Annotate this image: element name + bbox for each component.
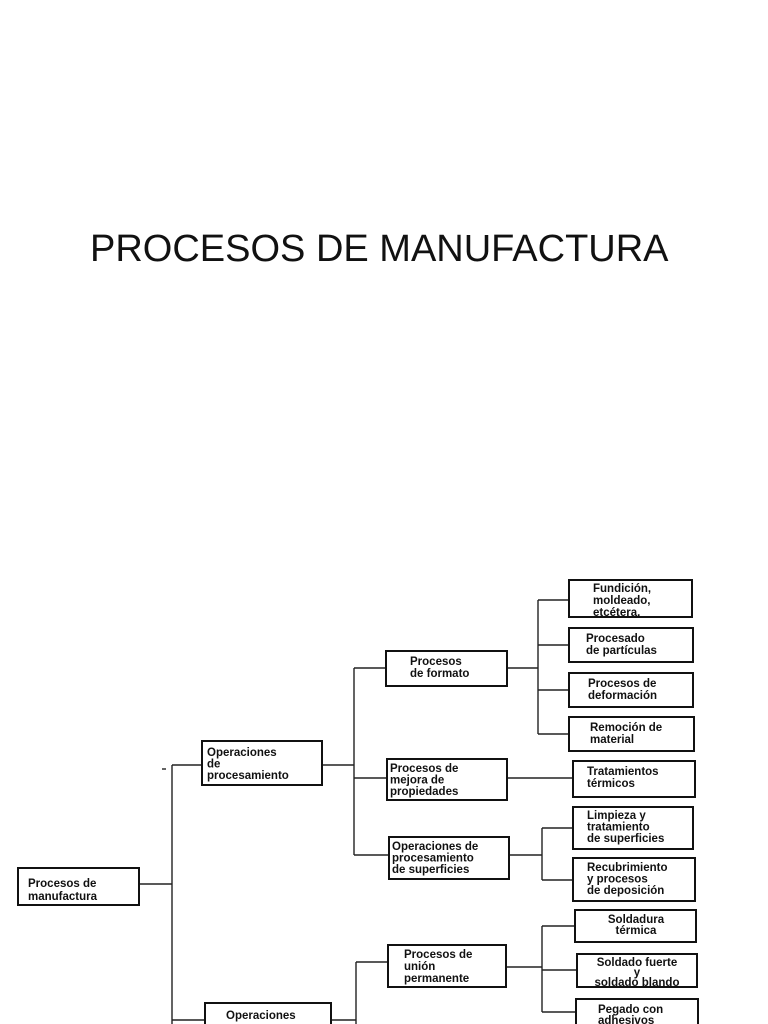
node-operaciones-de-procesamiento-label-line: Operaciones	[207, 747, 277, 759]
node-remocion-de-material-label-line: Remoción de	[590, 722, 662, 734]
node-soldado-fuerte-y-blando-box	[576, 953, 698, 988]
node-procesos-de-union-permanente-label-line: unión	[404, 961, 435, 973]
node-recubrimiento-y-procesos-label-line: de deposición	[587, 885, 664, 897]
node-procesos-de-union-permanente-label-line: Procesos de	[404, 949, 472, 961]
node-procesos-de-manufactura-label-line: Procesos de	[28, 878, 96, 890]
node-procesos-de-union-permanente-box	[387, 944, 507, 988]
node-limpieza-y-tratamiento-label-line: Limpieza y	[587, 810, 646, 822]
node-procesado-de-particulas-label-line: de partículas	[586, 645, 657, 657]
node-operaciones-de-procesamiento-de-superficies-label-line: de superficies	[392, 864, 469, 876]
tree-nodes: Procesos demanufacturaOperacionesdeproce…	[17, 579, 699, 1024]
node-procesos-de-mejora-de-propiedades-label-line: mejora de	[390, 775, 444, 787]
tree-connectors	[139, 599, 577, 1024]
node-tratamientos-termicos-box	[572, 760, 696, 798]
node-procesos-de-manufactura-label-line: manufactura	[28, 891, 98, 903]
node-tratamientos-termicos-label-line: Tratamientos	[587, 766, 659, 778]
node-operaciones-de-procesamiento-label-line: de	[207, 759, 220, 771]
node-pegado-con-adhesivos-label-line: adhesivos	[598, 1015, 654, 1024]
node-procesos-de-mejora-de-propiedades-label-line: propiedades	[390, 786, 458, 798]
node-tratamientos-termicos-label-line: térmicos	[587, 778, 635, 790]
node-recubrimiento-y-procesos-box	[572, 857, 696, 902]
node-fundicion-moldeado-box	[568, 579, 693, 618]
node-recubrimiento-y-procesos-label-line: y procesos	[587, 874, 648, 886]
node-fundicion-moldeado-label-line: Fundición,	[593, 583, 651, 595]
node-soldado-fuerte-y-blando-label-line: Soldado fuerte	[597, 957, 678, 969]
node-procesos-de-formato-box	[385, 650, 508, 687]
node-recubrimiento-y-procesos-label-line: Recubrimiento	[587, 862, 668, 874]
node-procesos-de-deformacion-box	[568, 672, 694, 708]
node-operaciones-de-procesamiento-box	[201, 740, 323, 786]
node-operaciones-ensamble-box	[204, 1002, 332, 1024]
node-procesos-de-formato-label-line: Procesos	[410, 656, 462, 668]
node-pegado-con-adhesivos-label-line: Pegado con	[598, 1004, 663, 1016]
node-limpieza-y-tratamiento-label-line: de superficies	[587, 833, 664, 845]
node-procesos-de-mejora-de-propiedades-box	[386, 758, 508, 801]
node-soldado-fuerte-y-blando-label-line: soldado blando	[595, 977, 680, 989]
node-procesos-de-union-permanente-label-line: permanente	[404, 973, 469, 985]
node-soldadura-termica-label-line: Soldadura	[608, 914, 665, 926]
node-procesos-de-deformacion-label-line: deformación	[588, 690, 657, 702]
node-remocion-de-material-box	[568, 716, 695, 752]
node-operaciones-ensamble-label-line: Operaciones	[226, 1010, 296, 1022]
node-soldadura-termica-label-line: térmica	[616, 925, 658, 937]
node-limpieza-y-tratamiento-box	[572, 806, 694, 850]
node-soldadura-termica-box	[574, 909, 697, 943]
node-soldado-fuerte-y-blando-label-line: y	[634, 967, 641, 979]
node-operaciones-de-procesamiento-label-line: procesamiento	[207, 770, 289, 782]
node-procesado-de-particulas-box	[568, 627, 694, 663]
node-procesos-de-deformacion-label-line: Procesos de	[588, 678, 656, 690]
node-fundicion-moldeado: Fundición,moldeado,etcétera.	[568, 579, 693, 619]
node-procesado-de-particulas-label-line: Procesado	[586, 633, 645, 645]
slide-title: PROCESOS DE MANUFACTURA	[90, 228, 669, 270]
node-operaciones-de-procesamiento-de-superficies-box	[388, 836, 510, 880]
node-operaciones-de-procesamiento-de-superficies-label-line: Operaciones de	[392, 841, 478, 853]
node-procesos-de-manufactura-box	[17, 867, 140, 906]
node-operaciones-de-procesamiento-de-superficies-label-line: procesamiento	[392, 853, 474, 865]
node-fundicion-moldeado-label-line: etcétera.	[593, 607, 640, 619]
node-limpieza-y-tratamiento-label-line: tratamiento	[587, 822, 650, 834]
node-procesos-de-formato-label-line: de formato	[410, 668, 469, 680]
node-remocion-de-material-label-line: material	[590, 734, 634, 746]
node-fundicion-moldeado-label-line: moldeado,	[593, 595, 651, 607]
node-pegado-con-adhesivos-box	[575, 998, 699, 1024]
node-operaciones-ensamble: Operaciones	[204, 1002, 332, 1024]
node-procesos-de-mejora-de-propiedades-label-line: Procesos de	[390, 763, 458, 775]
